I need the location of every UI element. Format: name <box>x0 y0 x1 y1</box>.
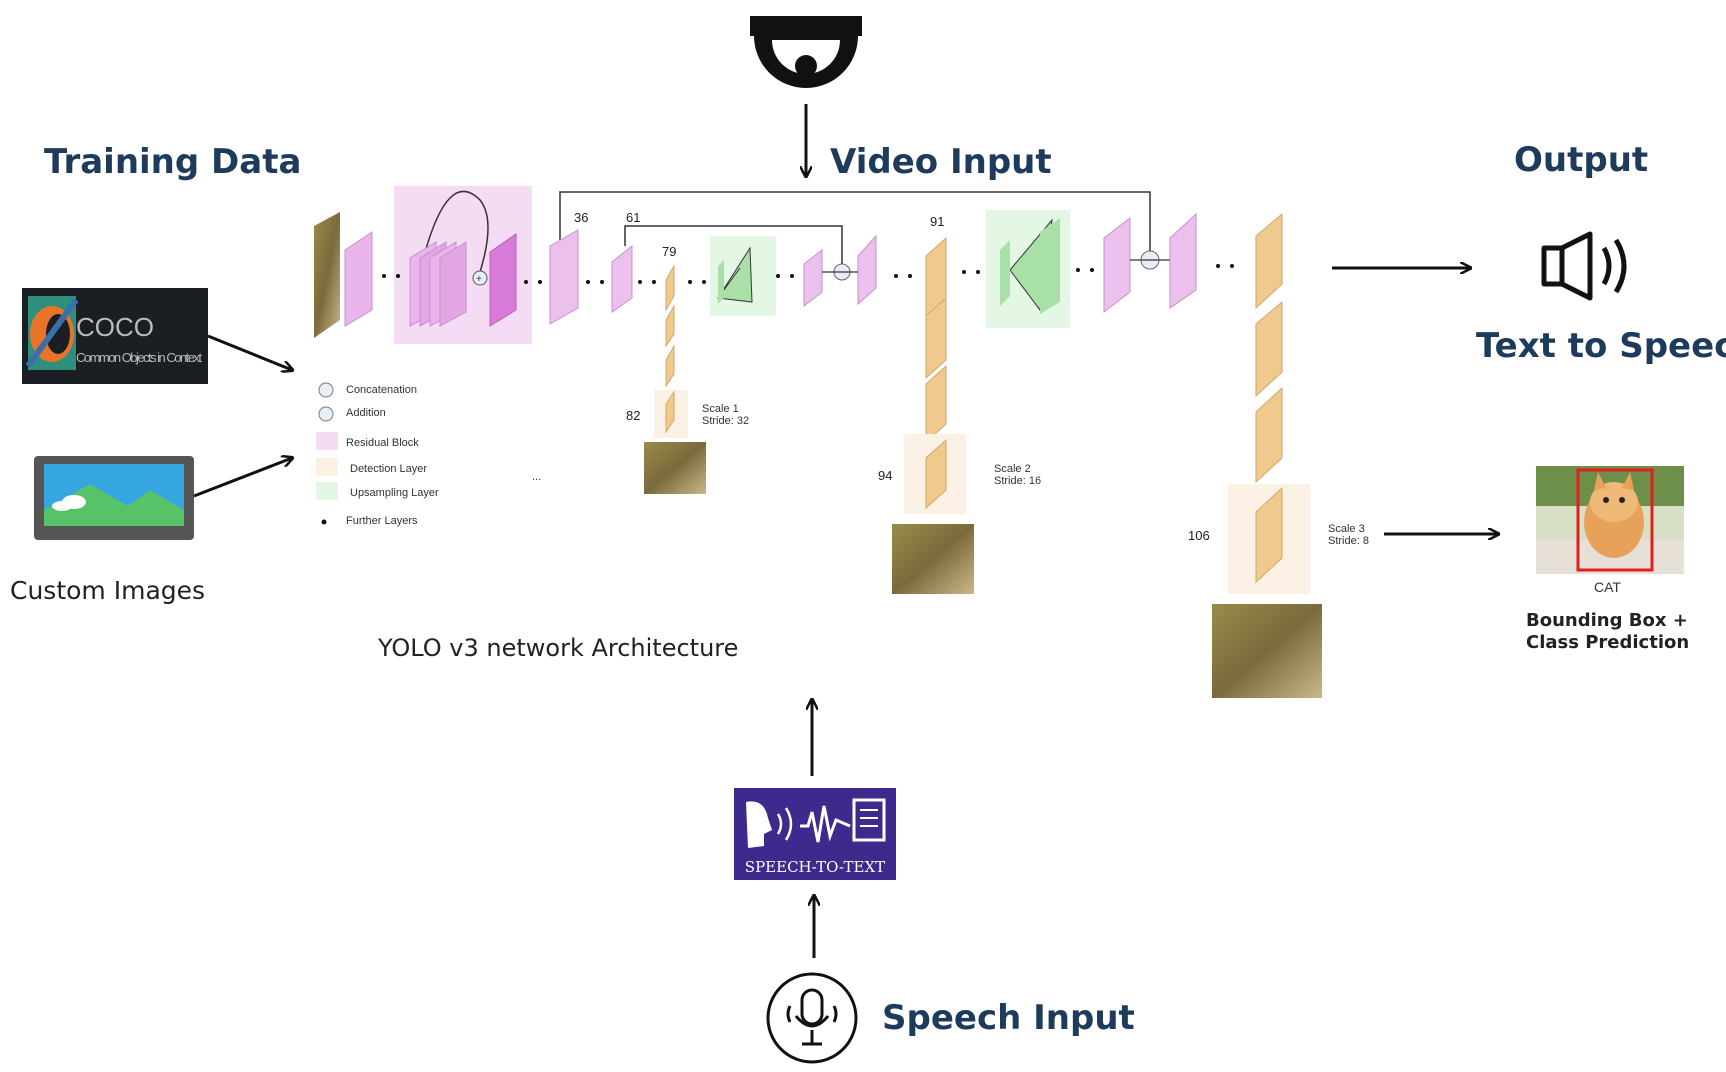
bbox-caption-line2: Class Prediction <box>1526 632 1689 653</box>
layer-number-79: 79 <box>662 244 676 259</box>
concatenation-symbol <box>318 382 334 398</box>
text-to-speech-heading: Text to Speech <box>1476 326 1726 366</box>
bbox-caption-line1: Bounding Box + <box>1526 610 1688 631</box>
layer-number-36: 36 <box>574 210 588 225</box>
layer-number-82: 82 <box>626 408 640 423</box>
cat-class-label: CAT <box>1594 579 1621 595</box>
scale-2-label: Scale 2 <box>994 463 1031 475</box>
legend <box>316 382 338 525</box>
yolo-network: + <box>314 186 1322 698</box>
speech-to-text-icon <box>734 788 896 880</box>
coco-title: COCO <box>76 312 154 342</box>
scale-2-stride: Stride: 16 <box>994 475 1041 487</box>
scale-1-stride: Stride: 32 <box>702 415 749 427</box>
detection-swatch <box>316 458 338 476</box>
cat-prediction-image <box>1536 466 1684 574</box>
svg-text:+: + <box>476 274 482 285</box>
legend-label-further: Further Layers <box>346 515 418 527</box>
legend-label-residual: Residual Block <box>346 437 419 449</box>
picture-icon <box>34 456 194 540</box>
speech-input-heading: Speech Input <box>882 998 1135 1038</box>
microphone-icon <box>766 972 858 1064</box>
legend-label-addition: Addition <box>346 407 386 419</box>
scale-3-label: Scale 3 <box>1328 523 1365 535</box>
layer-number-94: 94 <box>878 468 892 483</box>
legend-label-concatenation: Concatenation <box>346 384 417 396</box>
bounding-box <box>1576 468 1654 572</box>
layer-number-91: 91 <box>930 214 944 229</box>
video-input-heading: Video Input <box>830 142 1052 182</box>
scale-1-label: Scale 1 <box>702 403 739 415</box>
output-heading: Output <box>1514 140 1649 180</box>
scale-3-stride: Stride: 8 <box>1328 535 1369 547</box>
camera-icon <box>750 16 862 88</box>
coco-arrow <box>207 334 292 370</box>
layer-number-61: 61 <box>626 210 640 225</box>
residual-swatch <box>316 432 338 450</box>
legend-ellipsis: ... <box>532 471 541 483</box>
coco-subtitle: Common Objects in Context <box>76 350 202 365</box>
coco-logo <box>22 288 208 384</box>
legend-label-detection: Detection Layer <box>350 463 427 475</box>
yolo-caption: YOLO v3 network Architecture <box>378 634 739 662</box>
training-data-heading: Training Data <box>44 142 302 182</box>
speaker-icon <box>1541 231 1627 301</box>
further-layers-dot <box>321 519 327 525</box>
custom-arrow <box>193 458 292 498</box>
legend-label-upsampling: Upsampling Layer <box>350 487 439 499</box>
speech-to-text-label: SPEECH-TO-TEXT <box>745 858 885 876</box>
upsampling-swatch <box>316 482 338 500</box>
custom-images-label: Custom Images <box>10 576 206 605</box>
layer-number-106: 106 <box>1188 528 1210 543</box>
addition-symbol <box>318 406 334 422</box>
